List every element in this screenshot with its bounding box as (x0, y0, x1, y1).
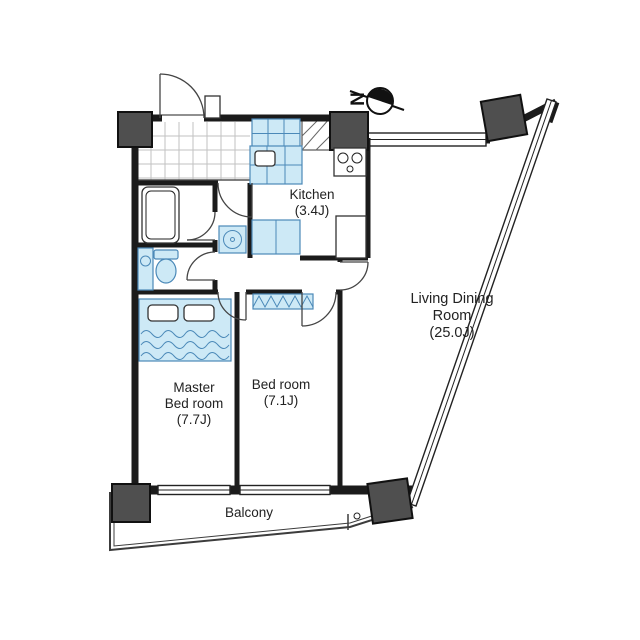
north-label: N (348, 92, 369, 106)
kitchen-size: (3.4J) (295, 203, 330, 218)
room-labels: Kitchen (3.4J) Living Dining Room (25.0J… (165, 187, 494, 520)
living-dining-label-line2: Room (433, 308, 472, 324)
pillar-bottom-left (111, 483, 151, 523)
windows (157, 98, 557, 507)
entrance-tile-floor (137, 122, 250, 181)
master-bedroom-label-line2: Bed room (165, 396, 224, 411)
vanity-counter (137, 247, 154, 291)
bedroom-door-arc (301, 291, 337, 327)
entrance-door-arc (159, 73, 205, 119)
bedroom-size: (7.1J) (264, 393, 299, 408)
bathtub (141, 186, 180, 244)
toilet (153, 249, 179, 284)
kitchen-cupboard (335, 215, 367, 259)
balcony-drain (353, 512, 361, 520)
kitchen-sink (254, 150, 276, 167)
master-bedroom-door-arc (217, 291, 247, 321)
shoe-cabinet (251, 118, 301, 149)
compass: N (348, 87, 405, 115)
doors (159, 73, 369, 327)
master-bedroom-label-line1: Master (173, 380, 215, 395)
kitchen-counter-sink (249, 145, 303, 185)
stove (333, 147, 367, 177)
living-door-arc (339, 261, 369, 291)
pillar-top-left (117, 111, 153, 148)
balcony-outline (109, 492, 414, 552)
washing-machine (218, 225, 247, 254)
compass-half-fill (367, 88, 393, 106)
kitchen-lower-counter (251, 219, 301, 255)
balcony-label: Balcony (225, 505, 273, 520)
pillars (111, 93, 529, 525)
living-dining-size: (25.0J) (429, 325, 474, 341)
master-bedroom-size: (7.7J) (177, 412, 212, 427)
pillar-top-middle (329, 111, 369, 151)
pillar-bottom-right (366, 477, 414, 525)
pillow-right (183, 304, 215, 322)
toilet-door-arc (186, 251, 216, 281)
pillow-left (147, 304, 179, 322)
hallway-door-arc (217, 182, 253, 218)
bathroom-door-arc (186, 211, 216, 241)
bed (138, 298, 232, 362)
closet (252, 293, 314, 310)
meter-box (204, 95, 221, 119)
pipe-shaft (301, 117, 331, 151)
pillar-top-right (479, 93, 529, 143)
living-dining-label-line1: Living Dining (410, 291, 493, 307)
kitchen-label: Kitchen (289, 187, 334, 202)
bedroom-label: Bed room (252, 377, 311, 392)
